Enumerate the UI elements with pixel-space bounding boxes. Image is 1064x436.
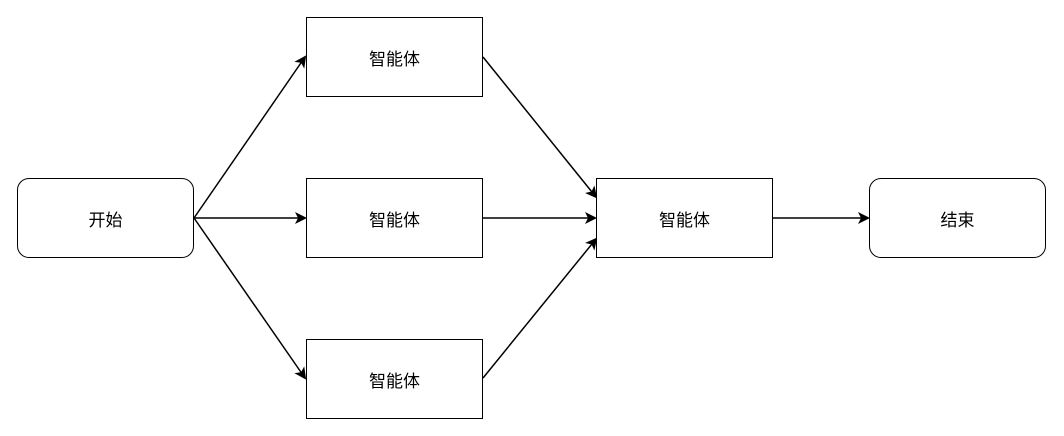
edge-agent-bottom-to-agent-merge bbox=[482, 237, 598, 379]
start-node[interactable]: 开始 bbox=[17, 178, 194, 258]
end-node[interactable]: 结束 bbox=[869, 178, 1046, 258]
end-node-label: 结束 bbox=[940, 210, 975, 231]
agent-node-top[interactable]: 智能体 bbox=[306, 17, 483, 97]
agent-node-top-label: 智能体 bbox=[369, 49, 420, 70]
agent-node-bottom[interactable]: 智能体 bbox=[306, 339, 483, 419]
edge-agent-top-to-agent-merge bbox=[482, 56, 598, 199]
edge-start-to-agent-top bbox=[193, 55, 307, 219]
agent-node-merge-label: 智能体 bbox=[659, 210, 710, 231]
agent-node-middle[interactable]: 智能体 bbox=[306, 178, 483, 258]
agent-node-middle-label: 智能体 bbox=[369, 210, 420, 231]
agent-node-bottom-label: 智能体 bbox=[369, 371, 420, 392]
start-node-label: 开始 bbox=[88, 210, 123, 231]
agent-node-merge[interactable]: 智能体 bbox=[596, 178, 773, 258]
edge-start-to-agent-bottom bbox=[193, 217, 307, 380]
